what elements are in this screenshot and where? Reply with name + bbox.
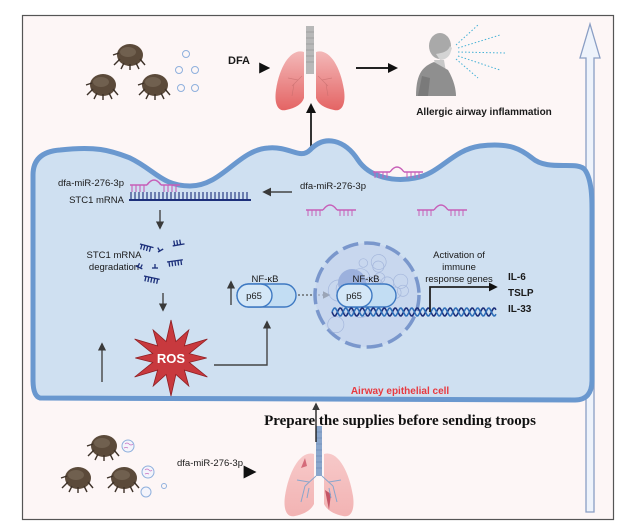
mirna-icon xyxy=(417,204,467,216)
activation-label-line1: Activation of xyxy=(433,250,485,261)
chromatin-loop xyxy=(393,273,409,289)
gene-label: IL-6 xyxy=(508,272,526,283)
dust-mite-icon xyxy=(112,44,146,70)
mirna-label-right: dfa-miR-276-3p xyxy=(300,181,366,192)
lungs-healthy-icon xyxy=(284,426,354,517)
free-mirna-icons xyxy=(306,166,467,216)
mirna-label-left: dfa-miR-276-3p xyxy=(58,178,124,189)
lungs-inflamed-icon xyxy=(275,26,345,111)
degradation-label-line1: STC1 mRNA xyxy=(87,250,143,261)
mirna-bound-icon xyxy=(130,179,180,192)
particle-bubbles-top xyxy=(175,50,199,92)
mirna-icon xyxy=(306,204,356,216)
chromatin-loop xyxy=(370,254,387,270)
p65-label-nucleus: p65 xyxy=(346,291,362,302)
chromatin-loop xyxy=(396,284,409,297)
dust-mite-icon xyxy=(86,435,120,461)
ros-label: ROS xyxy=(157,351,186,366)
cell-label: Airway epithelial cell xyxy=(351,386,450,397)
activation-label-line3: response genes xyxy=(425,274,493,285)
stc1-mrna-strand xyxy=(129,192,251,201)
dna-helix-icon xyxy=(331,307,497,317)
chromatin-loop xyxy=(327,316,345,334)
dna-strand xyxy=(331,307,497,317)
activation-label-line2: immune xyxy=(442,262,476,273)
degradation-label-line2: degradation xyxy=(89,262,139,273)
nfkb-p65-complex-nucleus xyxy=(336,283,397,308)
mrna-label: STC1 mRNA xyxy=(69,195,125,206)
dust-mite-icon xyxy=(106,467,140,493)
nfkb-label-nucleus: NF-κB xyxy=(353,274,380,285)
nfkb-p65-complex-cytoplasm xyxy=(236,283,297,308)
nfkb-label-cytoplasm: NF-κB xyxy=(252,274,279,285)
chromatin-loop xyxy=(358,258,368,268)
dust-mite-icon xyxy=(137,74,171,100)
gene-activation-arrow xyxy=(429,282,498,312)
mirna-icon xyxy=(373,166,423,178)
gene-label: TSLP xyxy=(508,288,534,299)
dust-mite-icon xyxy=(60,467,94,493)
coughing-person-icon xyxy=(416,33,456,96)
dust-mite-group-bottom xyxy=(60,435,140,493)
dust-mite-group-top xyxy=(85,44,171,100)
extracellular-vesicles-icon xyxy=(121,439,167,498)
ros-burst-icon xyxy=(134,319,208,397)
caption: Prepare the supplies before sending troo… xyxy=(264,413,536,429)
dfa-label: DFA xyxy=(228,55,250,67)
dust-mite-icon xyxy=(85,74,119,100)
cough-spray-icon xyxy=(455,24,506,79)
chromatin-loop xyxy=(372,260,385,273)
arrow-ros-to-nfkb xyxy=(214,320,272,366)
p65-label-cytoplasm: p65 xyxy=(246,291,262,302)
mrna-fragments-icon xyxy=(135,239,185,284)
outcome-label: Allergic airway inflammation xyxy=(416,107,552,118)
gene-label: IL-33 xyxy=(508,304,532,315)
bottom-arrow-label: dfa-miR-276-3p xyxy=(177,458,243,469)
